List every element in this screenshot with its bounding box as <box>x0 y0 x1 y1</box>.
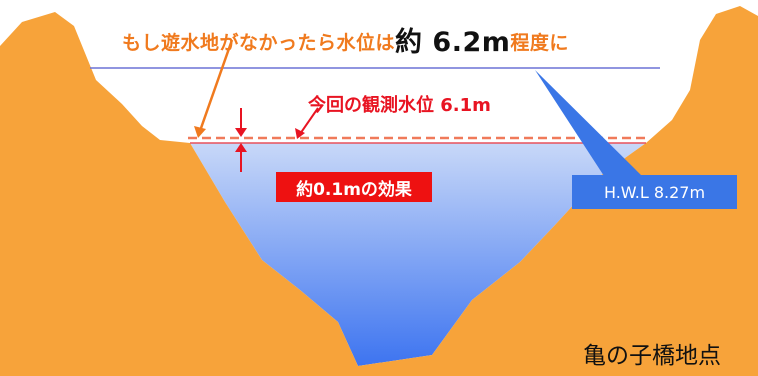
observed-water-level-label: 今回の観測水位 6.1m <box>308 95 491 116</box>
diff-arrow-down-head <box>235 128 247 137</box>
hwl-callout-pointer <box>535 70 642 176</box>
observed-pointer-arrow <box>299 107 319 135</box>
headline-pointer-arrow <box>198 39 234 132</box>
headline-prefix: もし遊水地がなかったら水位は <box>122 32 396 54</box>
terrain <box>0 6 758 376</box>
effect-label-box: 約0.1mの効果 <box>276 172 432 202</box>
observed-pointer-arrowhead <box>295 128 305 139</box>
diff-arrow-up-head <box>235 143 247 152</box>
headline-pointer-arrowhead <box>194 126 206 138</box>
hwl-label-box: H.W.L 8.27m <box>572 175 737 209</box>
headline-value: 約 6.2m <box>395 27 511 58</box>
headline-suffix: 程度に <box>510 32 569 54</box>
location-label: 亀の子橋地点 <box>583 343 721 369</box>
no-pond-water-level-headline: もし遊水地がなかったら水位は約 6.2m程度に <box>122 20 569 59</box>
effect-label: 約0.1mの効果 <box>296 179 412 200</box>
hwl-label: H.W.L 8.27m <box>603 182 706 202</box>
